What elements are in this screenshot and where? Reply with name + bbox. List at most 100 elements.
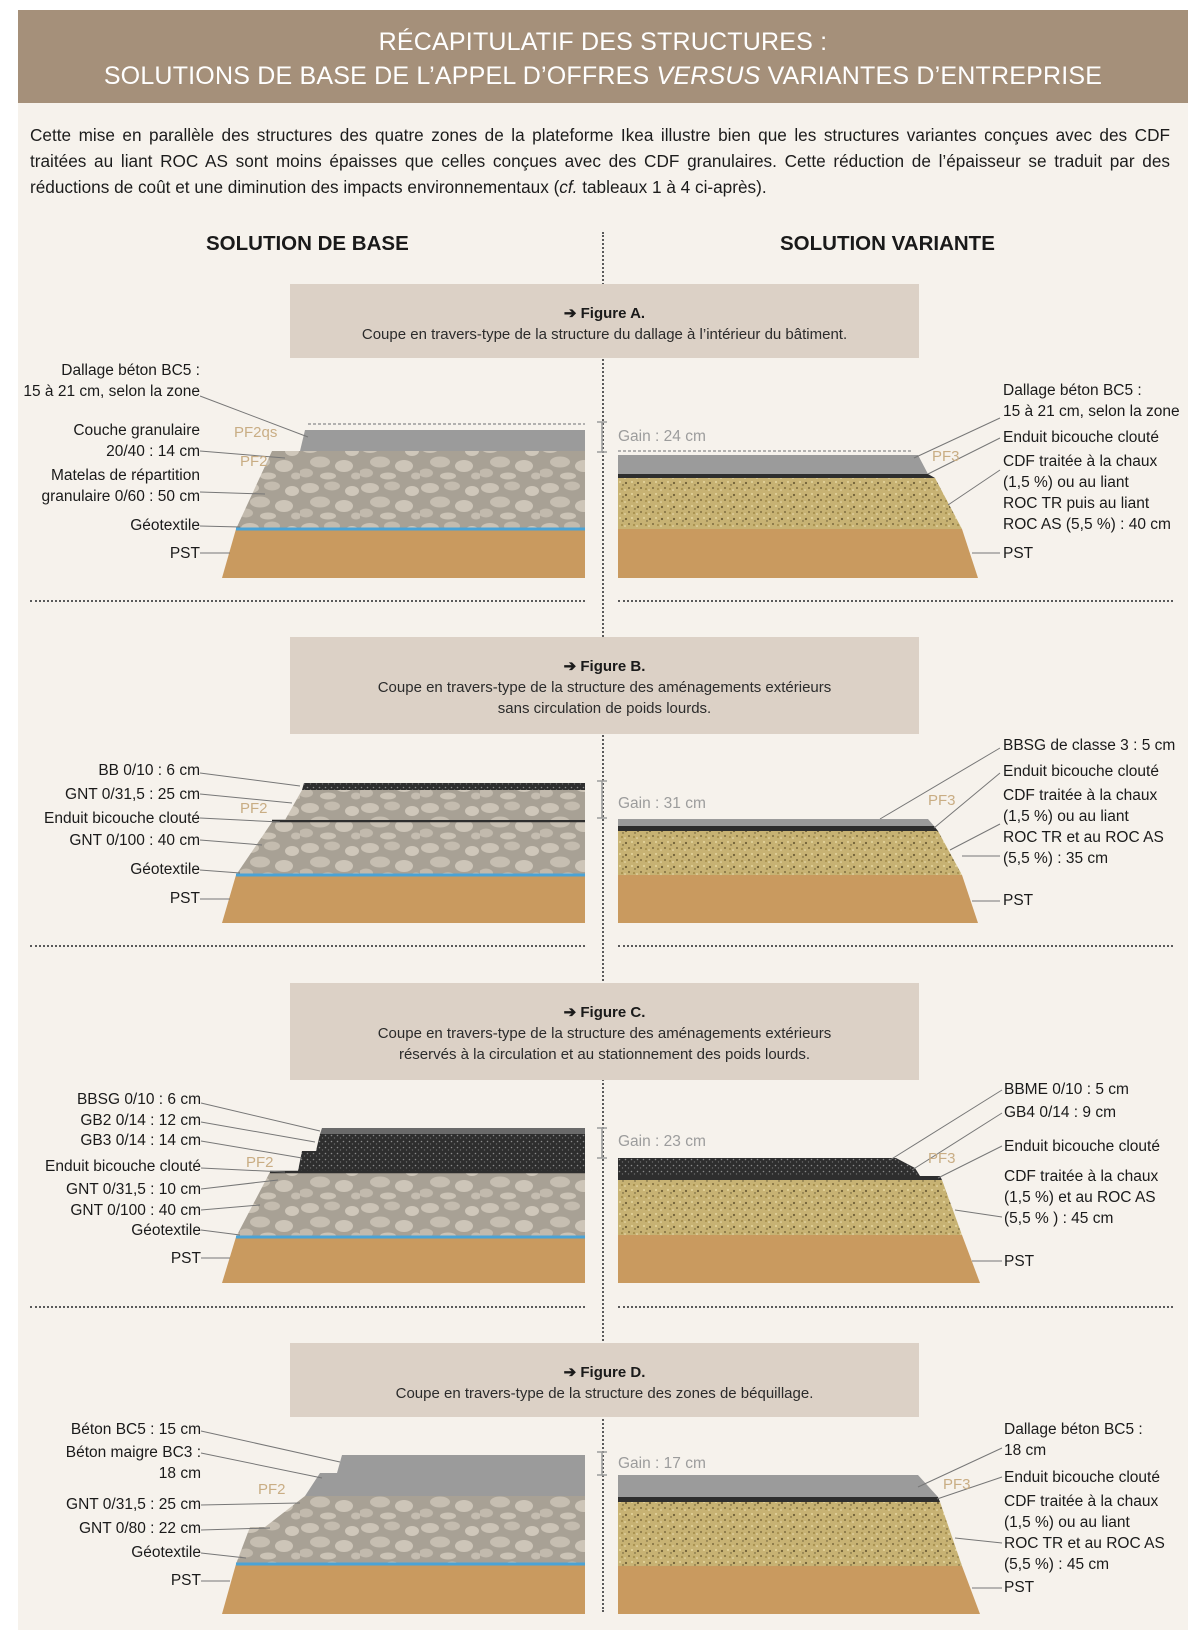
row-separator xyxy=(618,1306,1173,1308)
figure-a-base-section xyxy=(199,395,585,578)
fig-d-base-label: Géotextile xyxy=(131,1544,201,1561)
fig-d-variant-label: Enduit bicouche clouté xyxy=(1004,1469,1160,1486)
fig-a-gain: Gain : 24 cm xyxy=(618,428,706,445)
fig-a-variant-label: ROC AS (5,5 %) : 40 cm xyxy=(1003,516,1171,533)
figure-c-variant-section xyxy=(618,1089,1003,1283)
fig-c-variant-label: CDF traitée à la chaux xyxy=(1004,1168,1159,1185)
fig-b-base-label: Enduit bicouche clouté xyxy=(44,810,200,827)
fig-a-base-label: Matelas de répartition xyxy=(50,467,200,484)
fig-a-variant-label: Dallage béton BC5 : xyxy=(1003,382,1142,399)
fig-c-variant-label: PST xyxy=(1004,1253,1035,1270)
fig-c-base-label: Géotextile xyxy=(131,1222,201,1239)
title-banner: RÉCAPITULATIF DES STRUCTURES : SOLUTIONS… xyxy=(18,10,1188,103)
fig-d-base-label: Béton BC5 : 15 cm xyxy=(70,1421,201,1438)
figure-b-variant-section xyxy=(618,747,1001,923)
fig-d-base-label: GNT 0/31,5 : 25 cm xyxy=(66,1496,201,1513)
fig-b-variant-label: (5,5 %) : 35 cm xyxy=(1003,850,1109,867)
row-separator xyxy=(618,600,1173,602)
fig-b-base-label: GNT 0/31,5 : 25 cm xyxy=(65,786,200,803)
fig-c-base-label: PST xyxy=(170,1250,201,1267)
title-line-2: SOLUTIONS DE BASE DE L’APPEL D’OFFRES VE… xyxy=(103,62,1103,90)
fig-b-base-label: PST xyxy=(169,890,200,907)
fig-a-variant-label: CDF traitée à la chaux xyxy=(1003,453,1158,470)
fig-b-gain: Gain : 31 cm xyxy=(618,795,706,812)
fig-d-pf-label: PF2 xyxy=(258,1481,286,1498)
fig-d-variant-label: PST xyxy=(1004,1579,1035,1596)
row-separator xyxy=(30,600,585,602)
figure-d-caption: Coupe en travers-type de la structure de… xyxy=(395,1385,814,1402)
fig-a-variant-label: PST xyxy=(1003,545,1034,562)
fig-b-variant-label: ROC TR et au ROC AS xyxy=(1003,829,1164,846)
fig-a-pf-label: PF2qs xyxy=(234,424,278,441)
row-separator xyxy=(618,945,1173,947)
figure-a-caption-box: ➔ Figure A. Coupe en travers-type de la … xyxy=(290,284,919,358)
figure-d-title: ➔ Figure D. xyxy=(563,1364,646,1381)
fig-c-base-label: GNT 0/31,5 : 10 cm xyxy=(66,1181,201,1198)
fig-c-variant-pf-label: PF3 xyxy=(928,1150,956,1167)
fig-d-variant-label: CDF traitée à la chaux xyxy=(1004,1493,1159,1510)
fig-d-variant-pf-label: PF3 xyxy=(943,1476,971,1493)
fig-d-base-label: Béton maigre BC3 : xyxy=(65,1444,201,1461)
figure-d-caption-box: ➔ Figure D. Coupe en travers-type de la … xyxy=(290,1343,919,1417)
figure-b-caption-box: ➔ Figure B. Coupe en travers-type de la … xyxy=(290,637,919,734)
fig-d-variant-label: ROC TR et au ROC AS xyxy=(1004,1535,1165,1552)
column-heading-variant: SOLUTION VARIANTE xyxy=(780,232,995,255)
figure-c-caption-box: ➔ Figure C. Coupe en travers-type de la … xyxy=(290,983,919,1080)
fig-b-variant-label: PST xyxy=(1003,892,1034,909)
fig-c-gain: Gain : 23 cm xyxy=(618,1133,706,1150)
row-separator xyxy=(30,1306,585,1308)
fig-a-variant-label: (1,5 %) ou au liant xyxy=(1003,474,1129,491)
fig-a-variant-pf-label: PF3 xyxy=(932,448,960,465)
fig-b-base-label: GNT 0/100 : 40 cm xyxy=(69,832,200,849)
fig-d-variant-label: (5,5 %) : 45 cm xyxy=(1004,1556,1110,1573)
column-heading-base: SOLUTION DE BASE xyxy=(206,232,409,255)
column-divider xyxy=(602,232,604,1612)
fig-c-variant-label: Enduit bicouche clouté xyxy=(1004,1138,1160,1155)
fig-a-pf-label: PF2 xyxy=(240,453,268,470)
figure-b-title: ➔ Figure B. xyxy=(563,658,646,675)
fig-c-variant-label: BBME 0/10 : 5 cm xyxy=(1004,1081,1129,1098)
fig-c-base-label: GB2 0/14 : 12 cm xyxy=(80,1112,201,1129)
fig-b-pf-label: PF2 xyxy=(240,800,268,817)
figure-b-base-section xyxy=(199,772,585,923)
fig-a-base-label: Dallage béton BC5 : xyxy=(61,362,200,379)
figure-b-gain-marker xyxy=(597,780,607,819)
fig-d-base-label: PST xyxy=(170,1572,201,1589)
fig-a-variant-label: 15 à 21 cm, selon la zone xyxy=(1003,403,1180,420)
fig-c-base-label: Enduit bicouche clouté xyxy=(45,1158,201,1175)
fig-c-variant-label: (5,5 % ) : 45 cm xyxy=(1004,1210,1114,1227)
figure-d-base-section xyxy=(200,1430,585,1614)
fig-d-variant-label: Dallage béton BC5 : xyxy=(1004,1421,1143,1438)
fig-b-base-label: Géotextile xyxy=(130,861,200,878)
figure-d-variant-section xyxy=(618,1447,1003,1614)
figure-c-title: ➔ Figure C. xyxy=(563,1004,646,1021)
figure-d-gain-marker xyxy=(597,1451,607,1476)
fig-a-base-label: 20/40 : 14 cm xyxy=(106,443,200,460)
figure-b-caption-2: sans circulation de poids lourds. xyxy=(497,700,712,717)
figure-a-title: ➔ Figure A. xyxy=(563,305,646,322)
fig-d-variant-label: (1,5 %) ou au liant xyxy=(1004,1514,1130,1531)
fig-d-variant-label: 18 cm xyxy=(1004,1442,1047,1459)
fig-c-pf-label: PF2 xyxy=(246,1154,274,1171)
fig-c-base-label: GNT 0/100 : 40 cm xyxy=(70,1202,201,1219)
fig-b-variant-label: CDF traitée à la chaux xyxy=(1003,787,1158,804)
fig-c-variant-label: GB4 0/14 : 9 cm xyxy=(1004,1104,1116,1121)
fig-a-variant-label: Enduit bicouche clouté xyxy=(1003,429,1159,446)
fig-b-variant-label: Enduit bicouche clouté xyxy=(1003,763,1159,780)
fig-c-base-label: BBSG 0/10 : 6 cm xyxy=(76,1091,201,1108)
title-line-1: RÉCAPITULATIF DES STRUCTURES : xyxy=(378,28,828,56)
fig-b-variant-pf-label: PF3 xyxy=(928,792,956,809)
fig-b-variant-label: (1,5 %) ou au liant xyxy=(1003,808,1129,825)
figure-c-base-section xyxy=(200,1102,585,1283)
fig-a-base-label: PST xyxy=(169,545,200,562)
fig-b-variant-label: BBSG de classe 3 : 5 cm xyxy=(1003,737,1176,754)
fig-d-gain: Gain : 17 cm xyxy=(618,1455,706,1472)
fig-d-base-label: GNT 0/80 : 22 cm xyxy=(78,1520,201,1537)
figure-b-caption-1: Coupe en travers-type de la structure de… xyxy=(377,679,832,696)
row-separator xyxy=(30,945,585,947)
fig-c-base-label: GB3 0/14 : 14 cm xyxy=(80,1132,201,1149)
fig-a-base-label: 15 à 21 cm, selon la zone xyxy=(23,383,200,400)
fig-b-base-label: BB 0/10 : 6 cm xyxy=(98,762,200,779)
figure-c-gain-marker xyxy=(597,1127,607,1159)
intro-paragraph: Cette mise en parallèle des structures d… xyxy=(30,125,1170,197)
